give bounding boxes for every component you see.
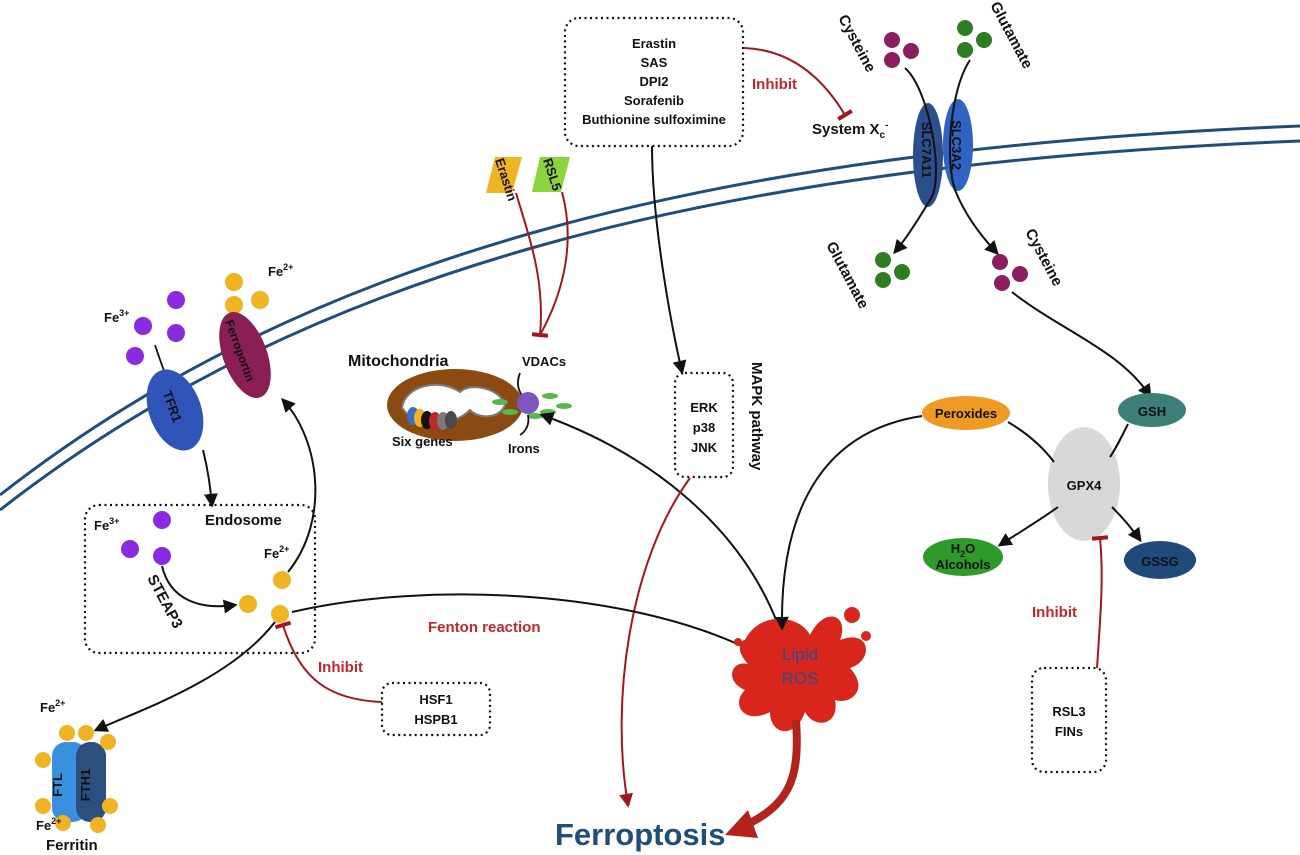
drugs-to-mapk-edge: [651, 145, 687, 375]
system-xc-label: System Xc-: [812, 120, 888, 141]
cysteine-to-gsh-edge: [1011, 291, 1152, 399]
fe3-label-top: Fe3+: [104, 308, 129, 325]
mapk-p38: p38: [693, 420, 715, 435]
cysteine-out-dots: [884, 32, 919, 68]
svg-text:RSL3: RSL3: [1052, 704, 1085, 719]
rsl5-tag: RSL5: [532, 156, 570, 193]
svg-text:HSPB1: HSPB1: [414, 712, 457, 727]
gpx4-to-h2o-edge: [997, 506, 1059, 547]
mapk-title: MAPK pathway: [748, 362, 765, 471]
glutamate-out-label: Glutamate: [986, 0, 1035, 72]
vdacs-label: VDACs: [522, 354, 566, 369]
peroxides-node: [922, 396, 1010, 430]
cysteine-in-label: Cysteine: [1021, 226, 1065, 289]
fe3-label-endo: Fe3+: [94, 516, 119, 533]
slc3a2-label: SLC3A2: [949, 120, 964, 170]
mapk-jnk: JNK: [691, 440, 718, 455]
hsf-box: HSF1 HSPB1: [380, 681, 492, 737]
glutamate-out-dots: [957, 20, 992, 58]
tfr1-to-endosome-edge: [202, 449, 218, 508]
ros-arrowhead: [725, 810, 758, 838]
gssg-node: [1124, 541, 1196, 579]
drug-sas: SAS: [641, 55, 668, 70]
rsl3-box: RSL3 FINs: [1030, 666, 1108, 774]
lipid-label: Lipid: [782, 645, 818, 664]
rsl3-inhibit-gpx4-edge: [1091, 535, 1109, 669]
endosome: Endosome Fe3+ STEAP3 Fe2+: [83, 503, 317, 655]
cysteine-out-label: Cysteine: [834, 12, 878, 75]
inhibit-system-xc-edge: [743, 47, 853, 121]
hsf-inhibit-edge: [274, 620, 383, 703]
gpx4-node: [1048, 427, 1120, 541]
rsl5-inhibit-vdac-edge: [539, 191, 569, 336]
svg-text:Alcohols: Alcohols: [936, 557, 991, 572]
svg-text:GSSG: GSSG: [1141, 554, 1179, 569]
drug-dpi2: DPI2: [640, 74, 669, 89]
irons-label: Irons: [508, 441, 540, 456]
ros-to-ferroptosis-edge: [738, 719, 801, 832]
gsh-node: [1118, 393, 1186, 427]
svg-text:FTL: FTL: [50, 773, 65, 797]
fth1-subunit: [76, 742, 106, 822]
mapk-erk: ERK: [690, 400, 718, 415]
steap3-label: STEAP3: [143, 572, 185, 632]
fe2-label-endo: Fe2+: [264, 544, 289, 561]
fenton-reaction-edge: [291, 593, 765, 658]
peroxides-to-ros-edge: [774, 415, 923, 631]
erastin-inhibit-vdac-edge: [515, 192, 549, 338]
tfr1-receptor: TFR1: [146, 369, 204, 451]
fe2-label-top: Fe2+: [268, 262, 293, 279]
fe2-to-ferritin-edge: [93, 621, 276, 732]
ferritin-label: Ferritin: [46, 837, 98, 854]
endosome-label: Endosome: [205, 512, 282, 529]
cysteine-import-edge: [949, 59, 999, 256]
fe2-to-ferroportin-edge: [281, 397, 317, 573]
irons-to-ros-edge: [539, 412, 783, 633]
gpx4-to-gssg-edge: [1111, 506, 1142, 543]
lipid-ros: Lipid ROS: [732, 607, 871, 732]
mapk-to-ferroptosis-edge: [619, 477, 691, 808]
cysteine-in-dots: [992, 254, 1028, 291]
ros-label: ROS: [782, 669, 819, 688]
ferroportin-protein: Ferroportin: [219, 312, 271, 398]
drug-sorafenib: Sorafenib: [624, 93, 684, 108]
mitochondria-title: Mitochondria: [348, 353, 449, 370]
cell-membrane: [0, 124, 1300, 512]
svg-text:H2O: H2O: [951, 541, 976, 559]
svg-text:Fe2+: Fe2+: [40, 698, 65, 715]
slc7a11-label: SLC7A11: [919, 122, 934, 178]
ferritin-complex: Fe2+ FTL FTH1 Fe2+ Ferritin: [35, 698, 118, 854]
svg-text:Peroxides: Peroxides: [935, 406, 997, 421]
mitochondrion: Mitochondria Six genes VDACs Irons: [348, 353, 572, 456]
glutamate-export-edge: [893, 67, 937, 255]
inhibit-label-gpx4: Inhibit: [1032, 604, 1077, 621]
gpx4-module: Peroxides GSH GPX4 H2O Alcohols GSSG: [922, 393, 1196, 579]
svg-text:GSH: GSH: [1138, 404, 1166, 419]
svg-text:Fe2+: Fe2+: [36, 816, 61, 833]
glutamate-in-label: Glutamate: [822, 239, 871, 312]
drugs-box: Erastin SAS DPI2 Sorafenib Buthionine su…: [563, 16, 745, 148]
glutamate-in-dots: [875, 252, 910, 288]
ferroptosis-title: Ferroptosis: [555, 817, 726, 852]
fenton-label: Fenton reaction: [428, 619, 541, 636]
svg-text:GPX4: GPX4: [1067, 478, 1102, 493]
drug-erastin: Erastin: [632, 36, 676, 51]
svg-text:FTH1: FTH1: [78, 769, 93, 802]
inhibit-label-hsf: Inhibit: [318, 659, 363, 676]
svg-text:FINs: FINs: [1055, 724, 1083, 739]
fe3-dots: [126, 291, 185, 365]
fe2-dots-top: [225, 273, 269, 314]
six-genes-label: Six genes: [392, 434, 453, 449]
inhibit-label-top: Inhibit: [752, 76, 797, 93]
drug-buthionine: Buthionine sulfoximine: [582, 112, 726, 127]
mapk-box: ERK p38 JNK MAPK pathway: [673, 362, 765, 479]
steap3-reduction-edge: [161, 565, 238, 614]
svg-text:HSF1: HSF1: [419, 692, 452, 707]
h2o-alcohols-node: [923, 538, 1003, 576]
